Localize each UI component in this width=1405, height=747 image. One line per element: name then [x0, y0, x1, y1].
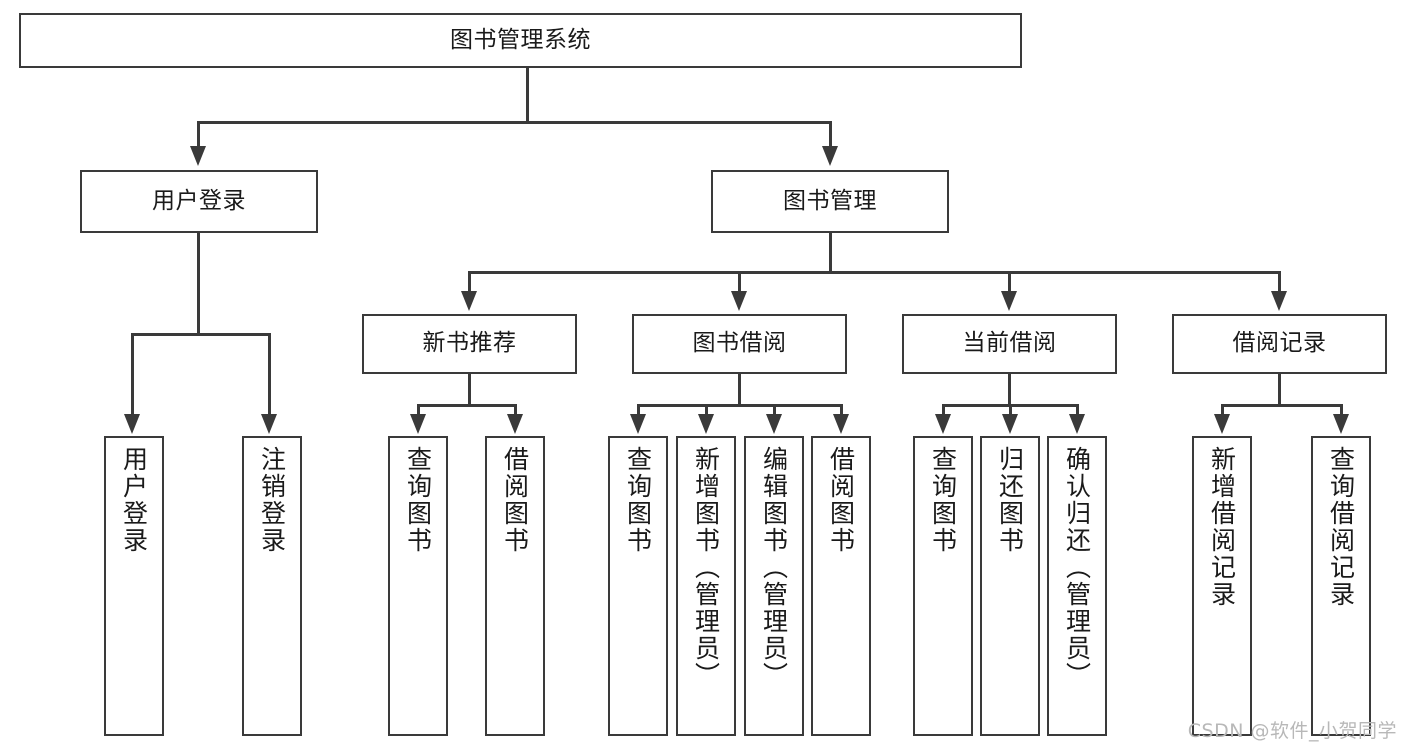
node-book-borrow[interactable]: 图书借阅	[632, 314, 847, 374]
leaf-return-book[interactable]: 归还图书	[980, 436, 1040, 736]
connector-book-borrow-drop-3	[773, 404, 776, 418]
arrow-book-mgmt-to-new-book	[461, 291, 477, 311]
leaf-query-borrow-record[interactable]: 查询借阅记录	[1311, 436, 1371, 736]
leaf-borrow-book[interactable]: 借阅图书	[811, 436, 871, 736]
node-user-login[interactable]: 用户登录	[80, 170, 318, 233]
connector-borrow-record-drop-1	[1221, 404, 1224, 418]
leaf-query-book-rec[interactable]: 查询图书	[388, 436, 448, 736]
connector-current-borrow-drop-1	[942, 404, 945, 418]
connector-new-book-stem	[468, 374, 471, 406]
arrow-user-login-leaf-1	[124, 414, 140, 434]
leaf-add-book-admin[interactable]: 新增图书（管理员）	[676, 436, 736, 736]
connector-user-login-drop-2	[268, 333, 271, 418]
arrow-new-book-leaf-2	[507, 414, 523, 434]
connector-book-borrow-drop-1	[637, 404, 640, 418]
leaf-borrow-book-rec[interactable]: 借阅图书	[485, 436, 545, 736]
node-label: 当前借阅	[962, 330, 1057, 357]
arrow-current-borrow-leaf-3	[1069, 414, 1085, 434]
node-label: 查询图书	[403, 446, 433, 554]
connector-borrow-record-bus	[1221, 404, 1341, 407]
arrow-book-mgmt-to-borrow	[731, 291, 747, 311]
arrow-current-borrow-leaf-2	[1002, 414, 1018, 434]
arrow-user-login-leaf-2	[261, 414, 277, 434]
connector-book-borrow-drop-2	[705, 404, 708, 418]
node-label: 图书管理	[783, 187, 877, 214]
node-new-book-recommend[interactable]: 新书推荐	[362, 314, 577, 374]
node-label: 归还图书	[995, 446, 1025, 554]
connector-book-mgmt-drop-1	[468, 271, 471, 295]
leaf-query-book-current[interactable]: 查询图书	[913, 436, 973, 736]
connector-book-mgmt-drop-2	[738, 271, 741, 295]
arrow-book-borrow-leaf-2	[698, 414, 714, 434]
connector-book-borrow-stem	[738, 374, 741, 406]
connector-current-borrow-stem	[1008, 374, 1011, 406]
node-label: 查询借阅记录	[1326, 446, 1356, 608]
node-book-management[interactable]: 图书管理	[711, 170, 949, 233]
node-current-borrow[interactable]: 当前借阅	[902, 314, 1117, 374]
connector-new-book-drop-2	[514, 404, 517, 418]
node-label: 查询图书	[928, 446, 958, 554]
leaf-query-book-borrow[interactable]: 查询图书	[608, 436, 668, 736]
node-label: 图书管理系统	[450, 26, 591, 53]
leaf-confirm-return-admin[interactable]: 确认归还（管理员）	[1047, 436, 1107, 736]
connector-book-borrow-drop-4	[840, 404, 843, 418]
node-borrow-record[interactable]: 借阅记录	[1172, 314, 1387, 374]
connector-root-stem	[526, 68, 529, 123]
arrow-root-to-book-mgmt	[822, 146, 838, 166]
connector-book-mgmt-drop-4	[1278, 271, 1281, 295]
arrow-new-book-leaf-1	[410, 414, 426, 434]
node-label: 用户登录	[152, 187, 246, 214]
connector-new-book-drop-1	[417, 404, 420, 418]
leaf-user-login[interactable]: 用户登录	[104, 436, 164, 736]
node-label: 图书借阅	[692, 330, 787, 357]
connector-borrow-record-stem	[1278, 374, 1281, 406]
leaf-logout[interactable]: 注销登录	[242, 436, 302, 736]
arrow-borrow-record-leaf-1	[1214, 414, 1230, 434]
arrow-book-mgmt-to-record	[1271, 291, 1287, 311]
node-label: 新增图书（管理员）	[691, 446, 721, 689]
arrow-root-to-user-login	[190, 146, 206, 166]
connector-borrow-record-drop-2	[1340, 404, 1343, 418]
connector-book-mgmt-bus	[468, 271, 1280, 274]
node-label: 编辑图书（管理员）	[759, 446, 789, 689]
leaf-edit-book-admin[interactable]: 编辑图书（管理员）	[744, 436, 804, 736]
node-label: 新增借阅记录	[1207, 446, 1237, 608]
node-label: 确认归还（管理员）	[1062, 446, 1092, 689]
arrow-book-mgmt-to-current	[1001, 291, 1017, 311]
watermark-text: CSDN @软件_小贺同学	[1187, 720, 1397, 742]
connector-book-borrow-bus	[637, 404, 842, 407]
connector-current-borrow-drop-3	[1076, 404, 1079, 418]
connector-user-login-bus	[131, 333, 270, 336]
node-label: 查询图书	[623, 446, 653, 554]
arrow-borrow-record-leaf-2	[1333, 414, 1349, 434]
arrow-current-borrow-leaf-1	[935, 414, 951, 434]
node-label: 用户登录	[119, 446, 149, 554]
leaf-add-borrow-record[interactable]: 新增借阅记录	[1192, 436, 1252, 736]
connector-book-mgmt-stem	[829, 233, 832, 274]
connector-book-mgmt-drop-3	[1008, 271, 1011, 295]
node-label: 借阅记录	[1232, 330, 1327, 357]
node-label: 借阅图书	[826, 446, 856, 554]
node-label: 新书推荐	[422, 330, 517, 357]
node-label: 注销登录	[257, 446, 287, 554]
connector-root-bus	[197, 121, 832, 124]
connector-root-to-user-login	[197, 121, 200, 151]
connector-user-login-drop-1	[131, 333, 134, 418]
connector-current-borrow-drop-2	[1009, 404, 1012, 418]
arrow-book-borrow-leaf-4	[833, 414, 849, 434]
arrow-book-borrow-leaf-3	[766, 414, 782, 434]
node-root-system[interactable]: 图书管理系统	[19, 13, 1022, 68]
connector-new-book-bus	[417, 404, 517, 407]
node-label: 借阅图书	[500, 446, 530, 554]
connector-root-to-book-mgmt	[829, 121, 832, 151]
arrow-book-borrow-leaf-1	[630, 414, 646, 434]
connector-user-login-stem	[197, 233, 200, 335]
